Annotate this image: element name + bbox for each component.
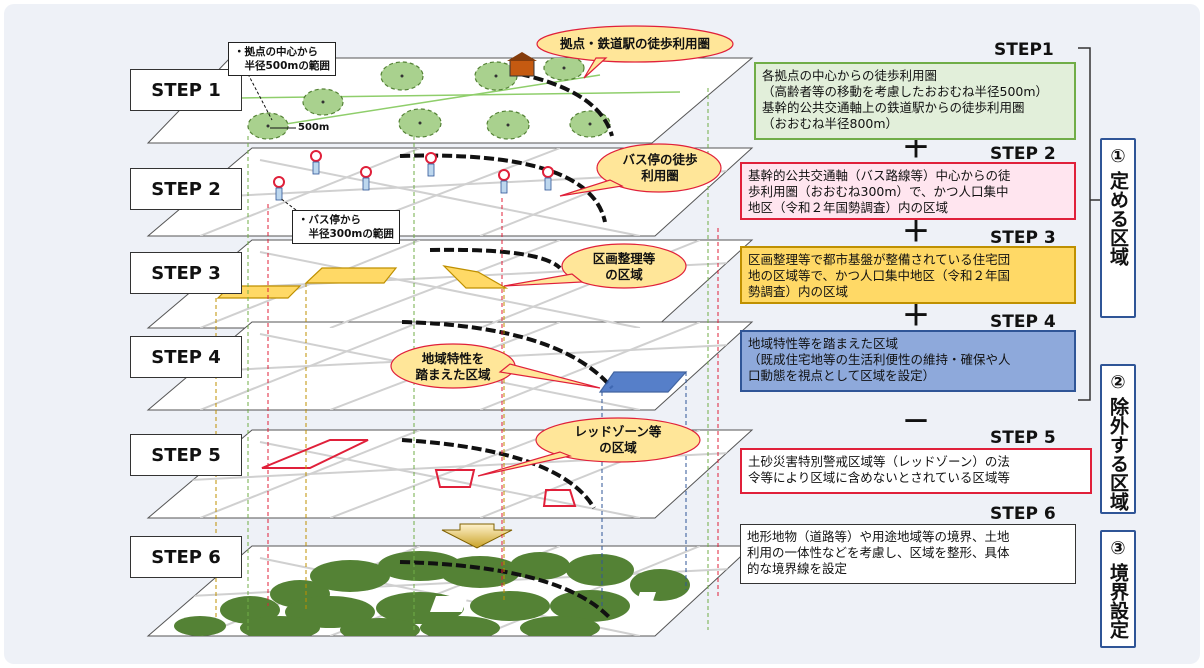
red-zones [261,439,577,507]
callout-area-characteristics: 地域特性を 踏まえた区域 [415,351,491,382]
step-desc-2: 基幹的公共交通軸（バス路線等）中心からの徒 歩利用圏（おおむね300m）で、かつ… [740,162,1076,220]
category-exclude-label: 除外する区域 [1107,397,1129,511]
category-include: ① 定める区域 [1100,138,1136,318]
step-desc-3: 区画整理等で都市基盤が整備されている住宅団 地の区域等で、かつ人口集中地区（令和… [740,246,1076,304]
step-desc-1: 各拠点の中心からの徒歩利用圏 （高齢者等の移動を考慮したおおむね半径500m） … [754,62,1076,140]
step-label-1: STEP 1 [130,69,242,111]
callout-walk-zone: 拠点・鉄道駅の徒歩利用圏 [559,36,710,51]
category-boundary: ③ 境界設定 [1100,530,1136,648]
category-exclude-number: ② [1110,372,1126,393]
station-icon [509,59,535,77]
step-label-5: STEP 5 [130,434,242,476]
step-heading-4: STEP 4 [990,312,1056,332]
distance-label: 500m [298,122,330,133]
callout-redevelopment: 区画整理等 の区域 [592,251,656,282]
step-heading-1: STEP1 [994,40,1054,60]
plus-sign-3: ＋ [902,215,931,248]
bus-stops [273,150,554,201]
category-bracket [1078,47,1100,401]
step-heading-2: STEP 2 [990,144,1056,164]
special-area [598,371,688,393]
step-heading-5: STEP 5 [990,428,1056,448]
step-desc-4: 地域特性等を踏まえた区域 （既成住宅地等の生活利便性の維持・確保や人 口動態を視… [740,330,1076,392]
step-label-2: STEP 2 [130,168,242,210]
category-exclude: ② 除外する区域 [1100,364,1136,514]
step-label-4: STEP 4 [130,336,242,378]
category-include-label: 定める区域 [1107,171,1129,266]
railway-3 [429,247,562,270]
step-label-3: STEP 3 [130,252,242,294]
railway-4 [401,320,614,390]
railway-1 [519,72,614,137]
category-boundary-label: 境界設定 [1107,563,1129,639]
category-boundary-number: ③ [1110,538,1126,559]
step-label-6: STEP 6 [130,536,242,578]
category-include-number: ① [1110,146,1126,167]
note-base-radius: ・拠点の中心から 半径500mの範囲 [228,42,336,76]
callout-shapes [390,25,734,477]
railway-6 [399,560,612,620]
step-heading-6: STEP 6 [990,504,1056,524]
step-desc-5: 土砂災害特別警戒区域等（レッドゾーン）の法 令等により区域に含めないとされている… [740,448,1092,494]
callout-bus-stop: バス停の徒歩 利用圏 [622,152,698,183]
walk-zones [239,58,681,140]
note-bus-radius: ・バス停から 半径300mの範囲 [292,210,400,244]
plus-sign-4: ＋ [902,299,931,332]
step-desc-6: 地形地物（道路等）や用途地域等の境界、土地 利用の一体性などを考慮し、区域を整形… [740,524,1076,584]
final-area [174,551,690,636]
callout-red-zone: レッドゾーン等 の区域 [574,424,662,455]
minus-sign-5: － [902,405,931,438]
step-heading-3: STEP 3 [990,228,1056,248]
down-arrow [441,523,513,549]
